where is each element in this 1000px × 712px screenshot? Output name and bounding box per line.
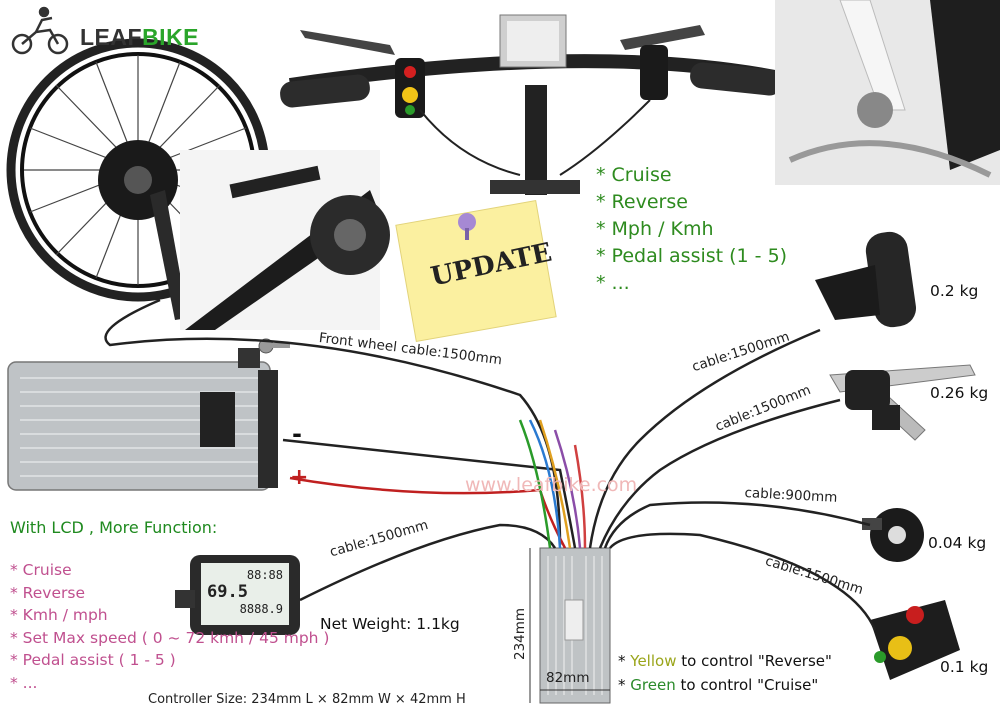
lcd-weight: Net Weight: 1.1kg bbox=[320, 615, 460, 633]
top-feature-item: * Pedal assist (1 - 5) bbox=[596, 245, 788, 267]
brake-weight: 0.26 kg bbox=[930, 384, 989, 402]
lcd-odo: 88:88 bbox=[246, 568, 283, 582]
top-feature-list: * Cruise * Reverse * Mph / Kmh * Pedal a… bbox=[596, 162, 787, 297]
lcd-feature-item: * Reverse bbox=[10, 583, 85, 602]
yellow-note-prefix: * bbox=[618, 652, 631, 670]
battery-key-icon bbox=[258, 338, 290, 354]
yellow-note-rest: to control "Reverse" bbox=[676, 652, 832, 670]
brand-bike: BIKE bbox=[142, 24, 200, 50]
brand-logo: LEAFBIKE bbox=[80, 24, 199, 51]
green-word: Green bbox=[630, 676, 676, 694]
pas-weight: 0.04 kg bbox=[928, 534, 987, 552]
brand-leaf: LEAF bbox=[80, 24, 143, 50]
lcd-feature-item: * ... bbox=[10, 673, 38, 692]
wiring bbox=[104, 298, 877, 631]
throttle-grip bbox=[815, 231, 917, 328]
green-note-rest: to control "Cruise" bbox=[675, 676, 819, 694]
top-feature-item: * Reverse bbox=[596, 191, 688, 213]
watermark: www.leafbike.com bbox=[465, 474, 638, 496]
handlebar-photo bbox=[280, 14, 792, 195]
green-note-prefix: * bbox=[618, 676, 631, 694]
lcd-feature-item: * Kmh / mph bbox=[10, 606, 108, 624]
top-feature-item: * Mph / Kmh bbox=[596, 218, 714, 240]
top-feature-item: * ... bbox=[596, 272, 630, 294]
cyclist-logo-icon bbox=[11, 6, 69, 55]
controller-dimension-lines bbox=[529, 548, 610, 703]
lcd-display-device bbox=[175, 555, 300, 635]
top-feature-item: * Cruise bbox=[596, 164, 672, 186]
lcd-feature-item: * Pedal assist ( 1 - 5 ) bbox=[10, 651, 176, 669]
lcd-trip: 8888.9 bbox=[239, 602, 283, 616]
lcd-feature-item: * Set Max speed ( 0 ~ 72 kmh / 45 mph ) bbox=[10, 628, 330, 647]
pedal-assist-sensor bbox=[862, 508, 924, 562]
lcd-function-block: With LCD , More Function: * Cruise * Rev… bbox=[10, 518, 329, 694]
lcd-function-title: With LCD , More Function: bbox=[10, 518, 218, 537]
lcd-screen-readout: 88:88 69.5 8888.9 bbox=[207, 568, 283, 616]
lcd-feature-item: * Cruise bbox=[10, 561, 72, 579]
push-pin-icon bbox=[458, 213, 476, 240]
battery-pack bbox=[7, 348, 278, 491]
lcd-speed: 69.5 bbox=[207, 582, 248, 602]
controller-width-label: 82mm bbox=[546, 670, 590, 686]
throttle-weight: 0.2 kg bbox=[930, 282, 979, 300]
yellow-note: * Yellow to control "Reverse" bbox=[618, 652, 832, 670]
battery-minus-sign: - bbox=[292, 420, 302, 448]
green-note: * Green to control "Cruise" bbox=[618, 676, 818, 694]
brake-lever bbox=[829, 364, 976, 441]
controller-height-label: 234mm bbox=[512, 607, 528, 660]
switch-weight: 0.1 kg bbox=[940, 658, 989, 676]
function-switch bbox=[870, 600, 960, 680]
controller-box bbox=[539, 547, 611, 704]
fork-photo bbox=[775, 0, 1000, 185]
update-sticky-note bbox=[395, 199, 557, 343]
battery-plus-sign: + bbox=[290, 465, 309, 490]
yellow-word: Yellow bbox=[630, 652, 677, 670]
bike-frame-photo bbox=[180, 150, 390, 330]
controller-size-caption: Controller Size: 234mm L × 82mm W × 42mm… bbox=[148, 692, 466, 707]
